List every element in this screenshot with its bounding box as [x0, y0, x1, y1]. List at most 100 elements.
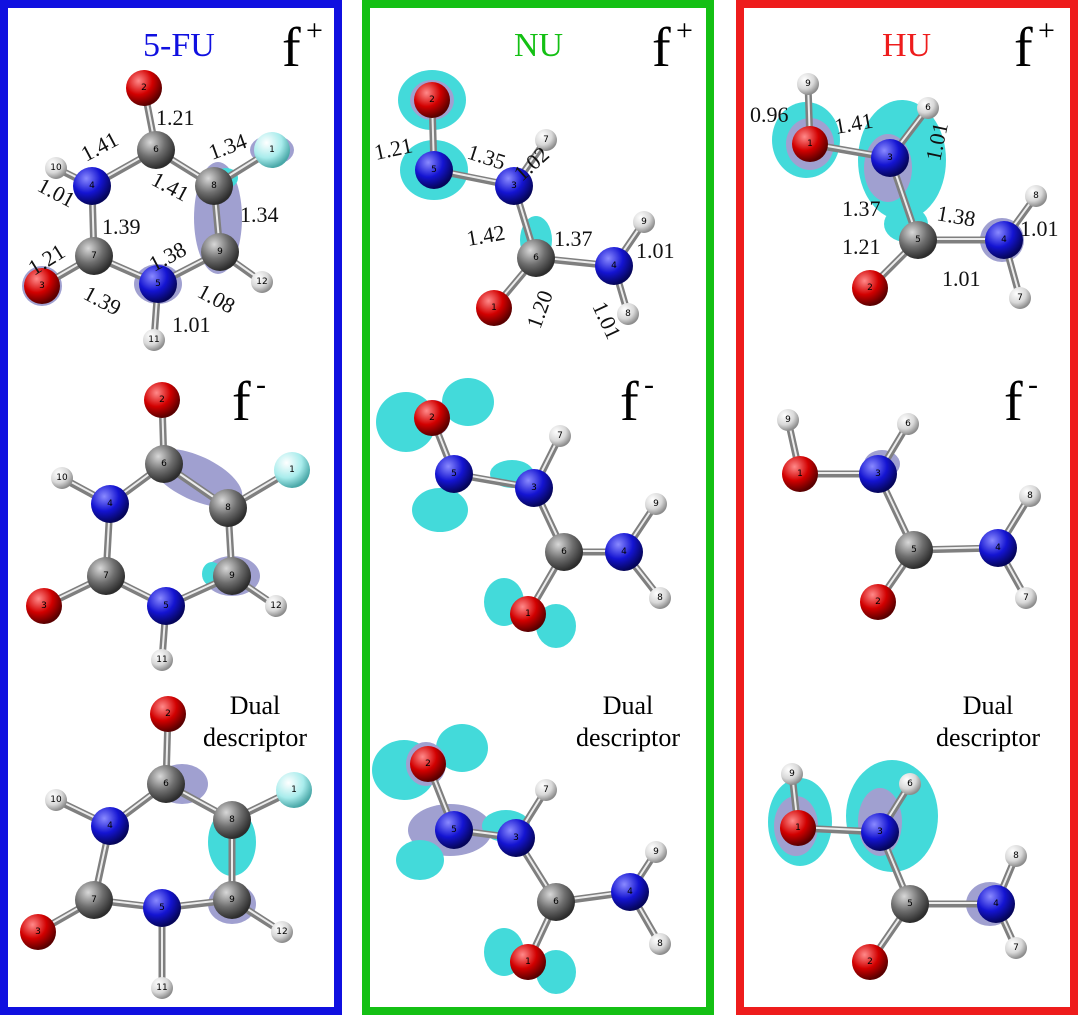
atom-N5 — [147, 587, 185, 625]
atom-N3 — [861, 813, 899, 851]
atom-C9 — [213, 557, 251, 595]
atom-O3 — [24, 268, 60, 304]
lobe-nu-fminus-n5-low — [412, 488, 468, 532]
atom-O2 — [414, 400, 450, 436]
atom-H6 — [899, 773, 921, 795]
atom-number-label: 9 — [789, 769, 795, 779]
atom-number-label: 11 — [156, 983, 167, 993]
atom-number-label: 1 — [525, 957, 531, 967]
atom-C6 — [137, 131, 175, 169]
atom-number-label: 1 — [807, 139, 813, 149]
atom-number-label: 1 — [269, 145, 275, 155]
atom-H9 — [781, 763, 803, 785]
atom-number-label: 2 — [141, 83, 147, 93]
atom-number-label: 7 — [1017, 293, 1023, 303]
atom-number-label: 2 — [165, 709, 171, 719]
atom-number-label: 6 — [161, 459, 167, 469]
bond-length-label: 1.20 — [521, 287, 558, 332]
atom-N4 — [611, 873, 649, 911]
atom-H12 — [271, 921, 293, 943]
atom-number-label: 8 — [657, 939, 663, 949]
atom-H7 — [535, 129, 557, 151]
atom-N4 — [605, 533, 643, 571]
atom-F1 — [254, 132, 290, 168]
atom-number-label: 3 — [41, 601, 47, 611]
atom-number-label: 5 — [911, 545, 917, 555]
atom-number-label: 7 — [543, 785, 549, 795]
lobe-nu-dual-o1-b — [536, 950, 576, 994]
svg-text:+: + — [1038, 14, 1055, 47]
dual-descriptor-label-5fu: Dual descriptor — [203, 691, 307, 752]
bond-length-label: 1.01 — [942, 266, 981, 291]
atom-number-label: 2 — [425, 759, 431, 769]
atom-N3 — [497, 819, 535, 857]
atom-number-label: 1 — [797, 469, 803, 479]
atom-H12 — [251, 271, 273, 293]
bond-length-label: 1.37 — [554, 226, 593, 251]
atom-H11 — [143, 329, 165, 351]
atom-number-label: 6 — [153, 145, 159, 155]
atom-C6 — [537, 883, 575, 921]
atom-C9 — [201, 233, 239, 271]
atom-C9 — [213, 881, 251, 919]
atom-C8 — [195, 167, 233, 205]
atom-N4 — [91, 807, 129, 845]
atom-number-label: 9 — [653, 847, 659, 857]
atom-number-label: 7 — [91, 251, 97, 261]
atom-H8 — [1019, 485, 1041, 507]
atom-number-label: 5 — [451, 825, 457, 835]
atom-H6 — [897, 413, 919, 435]
atom-number-label: 6 — [925, 103, 931, 113]
atom-O1 — [476, 290, 512, 326]
svg-text:f: f — [232, 371, 251, 433]
atom-N3 — [859, 455, 897, 493]
bond-length-label: 1.01 — [587, 298, 626, 343]
atom-number-label: 8 — [657, 593, 663, 603]
atom-number-label: 8 — [1013, 851, 1019, 861]
bond-length-label: 1.01 — [1020, 216, 1059, 241]
atom-N5 — [435, 455, 473, 493]
atom-number-label: 4 — [993, 899, 999, 909]
atom-H9 — [645, 841, 667, 863]
atom-H7 — [535, 779, 557, 801]
atom-number-label: 1 — [289, 465, 295, 475]
svg-text:f: f — [1014, 17, 1033, 79]
atom-number-label: 3 — [513, 833, 519, 843]
atom-C5 — [899, 221, 937, 259]
atom-number-label: 4 — [995, 543, 1001, 553]
panel-title-5fu: 5-FU — [143, 27, 215, 64]
atom-number-label: 9 — [229, 895, 235, 905]
atom-number-label: 4 — [621, 547, 627, 557]
atom-O1 — [510, 944, 546, 980]
atom-number-label: 5 — [907, 899, 913, 909]
fminus-label-nu: f - — [620, 368, 654, 433]
atom-O1 — [792, 126, 828, 162]
bond-length-label: 1.21 — [156, 105, 195, 130]
atom-number-label: 2 — [159, 395, 165, 405]
atom-N4 — [73, 167, 111, 205]
atom-C8 — [213, 801, 251, 839]
atom-O1 — [780, 810, 816, 846]
atom-H8 — [649, 587, 671, 609]
atom-H9 — [777, 409, 799, 431]
atom-number-label: 7 — [557, 431, 563, 441]
bond-length-label: 1.21 — [842, 234, 881, 259]
atom-C8 — [209, 489, 247, 527]
atom-H10 — [45, 157, 67, 179]
fplus-label-5fu: f + — [282, 14, 323, 79]
atom-number-label: 5 — [915, 235, 921, 245]
panel-title-hu: HU — [882, 27, 931, 64]
atom-N3 — [495, 167, 533, 205]
atom-number-label: 1 — [525, 609, 531, 619]
atom-C7 — [75, 881, 113, 919]
atom-number-label: 5 — [155, 279, 161, 289]
atom-N5 — [139, 265, 177, 303]
atom-number-label: 9 — [653, 499, 659, 509]
dual-descriptor-label-hu: Dual descriptor — [936, 691, 1040, 752]
atom-H11 — [151, 649, 173, 671]
atom-H6 — [917, 97, 939, 119]
